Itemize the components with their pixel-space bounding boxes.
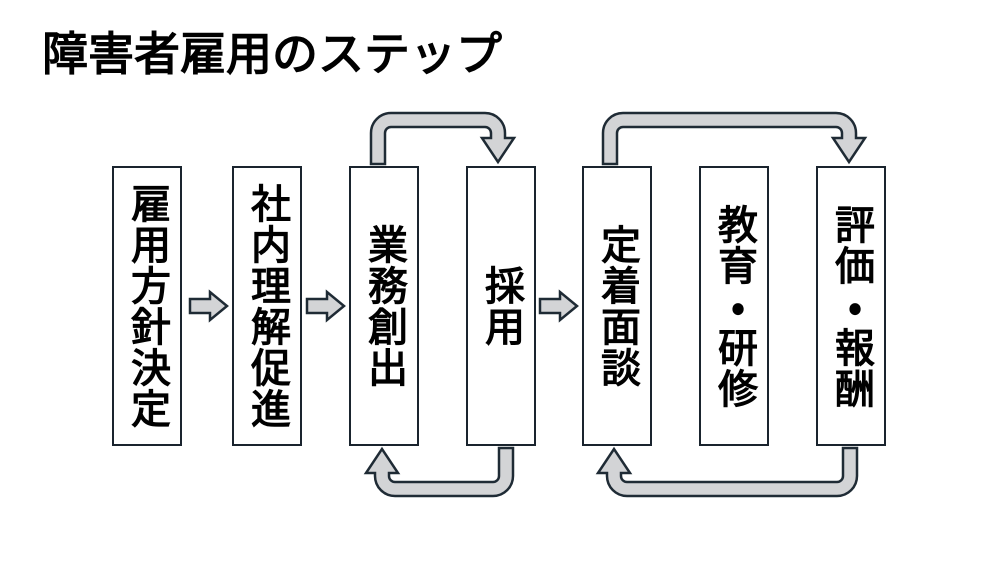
step-box-internal-understanding-promotion: 社内理解促進 bbox=[232, 166, 302, 446]
loop-arrow-bottom-evaluation-to-retention bbox=[595, 446, 859, 498]
step-label-internal-understanding-promotion: 社内理解促進 bbox=[245, 183, 289, 429]
step-box-hiring: 採用 bbox=[466, 166, 536, 446]
step-box-employment-policy-decision: 雇用方針決定 bbox=[112, 166, 182, 446]
step-box-education-training: 教育・研修 bbox=[699, 166, 769, 446]
step-label-job-creation: 業務創出 bbox=[362, 224, 406, 388]
page-title: 障害者雇用のステップ bbox=[42, 28, 502, 80]
step-box-job-creation: 業務創出 bbox=[349, 166, 419, 446]
step-label-employment-policy-decision: 雇用方針決定 bbox=[125, 183, 169, 429]
loop-arrow-top-jobcreation-to-hiring bbox=[369, 111, 517, 166]
arrow-right-icon-understanding-to-jobcreation bbox=[305, 289, 346, 323]
loop-arrow-bottom-hiring-to-jobcreation bbox=[363, 446, 515, 498]
step-label-education-training: 教育・研修 bbox=[712, 203, 756, 409]
arrow-right-icon-hiring-to-retention bbox=[538, 289, 579, 323]
step-label-retention-interview: 定着面談 bbox=[595, 224, 639, 388]
arrow-right-icon-policy-to-understanding bbox=[188, 289, 229, 323]
step-label-hiring: 採用 bbox=[479, 265, 523, 347]
loop-arrow-top-retention-to-evaluation bbox=[601, 111, 868, 166]
step-box-retention-interview: 定着面談 bbox=[582, 166, 652, 446]
step-label-evaluation-compensation: 評価・報酬 bbox=[829, 203, 873, 409]
step-box-evaluation-compensation: 評価・報酬 bbox=[816, 166, 886, 446]
